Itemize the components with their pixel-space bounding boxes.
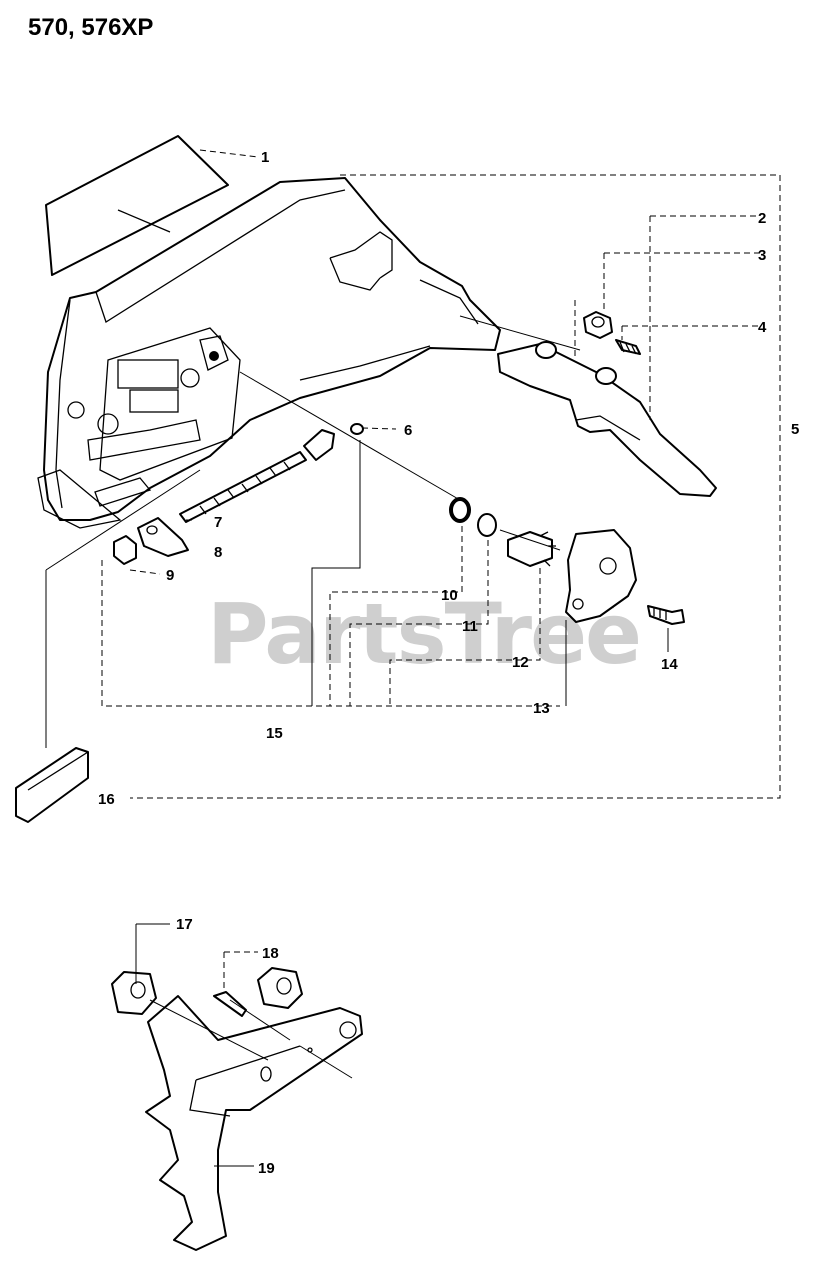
part-8-tension-nut[interactable] bbox=[137, 517, 189, 557]
watermark-trademark: ™ bbox=[606, 605, 616, 616]
callout-18: 18 bbox=[262, 945, 279, 962]
callout-13: 13 bbox=[533, 700, 550, 717]
part-13-side-cover[interactable] bbox=[565, 529, 637, 623]
part-12-adjuster[interactable] bbox=[507, 531, 556, 567]
callout-19: 19 bbox=[258, 1160, 275, 1177]
part-17-rubber-buffer[interactable] bbox=[111, 971, 157, 1015]
part-1-label[interactable] bbox=[45, 135, 229, 276]
part-3-bushing[interactable] bbox=[583, 311, 613, 339]
callout-6: 6 bbox=[404, 422, 412, 439]
diagram-title: 570, 576XP bbox=[28, 14, 154, 41]
callout-1: 1 bbox=[261, 149, 269, 166]
callout-17: 17 bbox=[176, 916, 193, 933]
callout-2: 2 bbox=[758, 210, 766, 227]
callout-7: 7 bbox=[214, 514, 222, 531]
part-16-pad[interactable] bbox=[15, 747, 89, 823]
callout-8: 8 bbox=[214, 544, 222, 561]
callout-12: 12 bbox=[512, 654, 529, 671]
part-2-handle-mount[interactable] bbox=[497, 341, 717, 497]
part-10-o-ring[interactable] bbox=[449, 497, 471, 523]
part-5-handle-frame[interactable] bbox=[37, 177, 501, 529]
rubber-buffer-rear[interactable] bbox=[257, 967, 303, 1009]
callout-labels: 1 2 3 4 5 6 7 8 9 10 11 12 13 14 15 16 1… bbox=[98, 149, 799, 1177]
callout-10: 10 bbox=[441, 587, 458, 604]
part-9-nut[interactable] bbox=[113, 535, 137, 565]
callout-5: 5 bbox=[791, 421, 799, 438]
callout-16: 16 bbox=[98, 791, 115, 808]
part-18-screw[interactable] bbox=[213, 991, 247, 1017]
part-7-tension-screw[interactable] bbox=[179, 429, 335, 523]
callout-11: 11 bbox=[462, 618, 478, 635]
callout-14: 14 bbox=[661, 656, 678, 673]
part-11-washer[interactable] bbox=[477, 513, 497, 537]
part-14-screw[interactable] bbox=[647, 605, 685, 625]
part-4-screw[interactable] bbox=[615, 339, 641, 355]
part-6-washer[interactable] bbox=[350, 423, 364, 435]
callout-3: 3 bbox=[758, 247, 766, 264]
leader-lines bbox=[45, 149, 781, 1167]
callout-15: 15 bbox=[266, 725, 283, 742]
callout-4: 4 bbox=[758, 319, 767, 336]
part-19-bracket[interactable] bbox=[145, 995, 363, 1251]
callout-9: 9 bbox=[166, 567, 174, 584]
